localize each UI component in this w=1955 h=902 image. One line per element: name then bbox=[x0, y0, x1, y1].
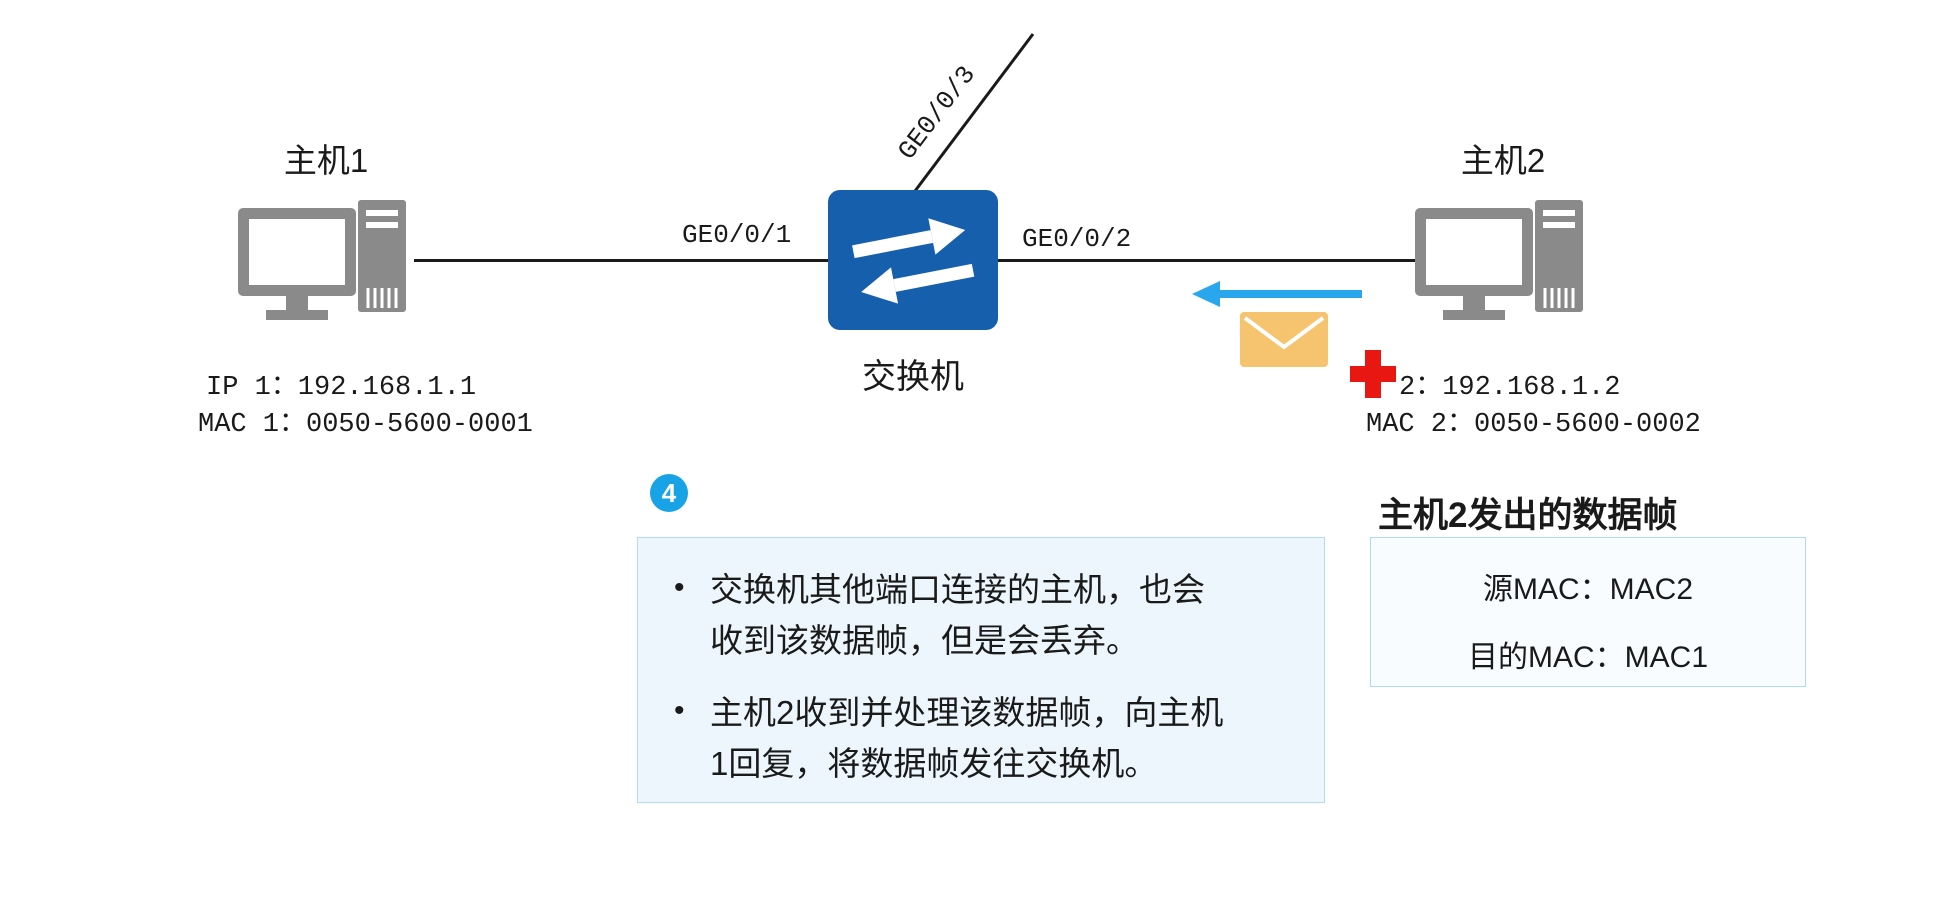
host2-mac-text: MAC 2：0050-5600-0002 bbox=[1366, 410, 1701, 440]
switch-label: 交换机 bbox=[862, 358, 964, 396]
note-bullet-1: 交换机其他端口连接的主机，也会 收到该数据帧，但是会丢弃。 bbox=[654, 564, 1294, 667]
step-number-badge: 4 bbox=[650, 474, 688, 512]
host2-ip-text: 2：192.168.1.2 bbox=[1399, 373, 1621, 403]
host1-label: 主机1 bbox=[283, 142, 369, 179]
frame-dest-mac: 目的MAC：MAC1 bbox=[1467, 641, 1708, 674]
note-list: 交换机其他端口连接的主机，也会 收到该数据帧，但是会丢弃。 主机2收到并处理该数… bbox=[638, 538, 1324, 790]
discard-cross-icon bbox=[1350, 350, 1396, 398]
note-box: 交换机其他端口连接的主机，也会 收到该数据帧，但是会丢弃。 主机2收到并处理该数… bbox=[637, 537, 1325, 803]
port-label-ge001: GE0/0/1 bbox=[682, 220, 792, 250]
envelope-icon bbox=[1240, 312, 1328, 367]
host2-computer-icon bbox=[1415, 200, 1583, 320]
host1-mac-text: MAC 1：0050-5600-0001 bbox=[198, 410, 533, 440]
host1-ip-text: IP 1：192.168.1.1 bbox=[206, 373, 477, 403]
frame-source-mac: 源MAC：MAC2 bbox=[1482, 573, 1693, 606]
frame-direction-arrow-icon bbox=[1192, 281, 1362, 307]
note-bullet-2: 主机2收到并处理该数据帧，向主机 1回复，将数据帧发往交换机。 bbox=[654, 687, 1294, 790]
switch-icon bbox=[828, 190, 998, 330]
link-line-switch-uplink bbox=[910, 33, 1035, 196]
link-line-host1-switch bbox=[414, 259, 830, 262]
host1-computer-icon bbox=[238, 200, 406, 320]
frame-box: 源MAC：MAC2 目的MAC：MAC1 bbox=[1370, 537, 1806, 687]
frame-box-title: 主机2发出的数据帧 bbox=[1378, 496, 1678, 535]
link-line-switch-host2 bbox=[996, 259, 1417, 262]
port-label-ge002: GE0/0/2 bbox=[1022, 224, 1132, 254]
host2-label: 主机2 bbox=[1460, 142, 1546, 179]
